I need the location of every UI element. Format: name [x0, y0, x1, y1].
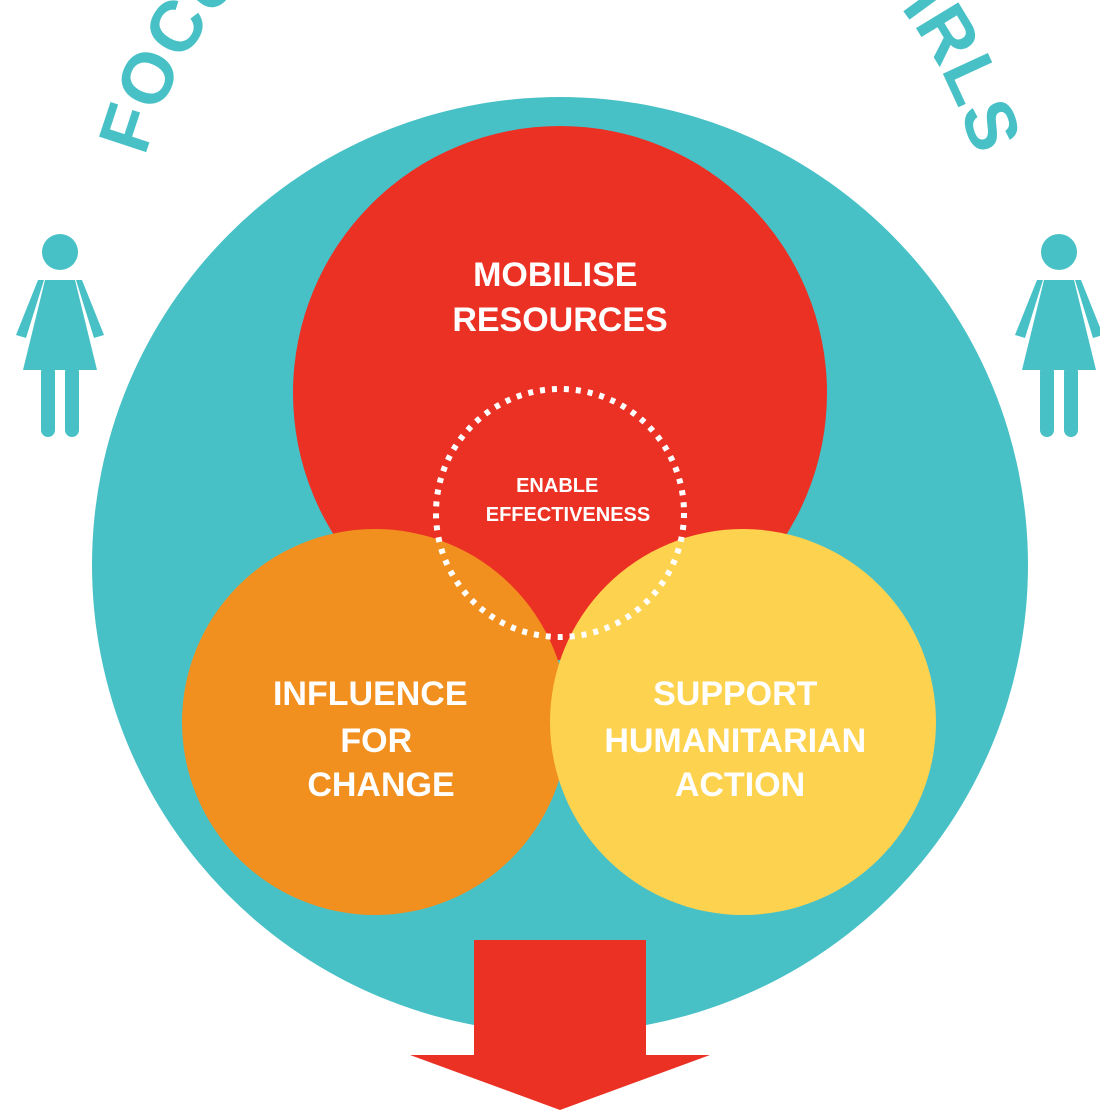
support-line-3: ACTION: [675, 766, 805, 804]
influence-for-change-label: INFLUENCE FOR CHANGE: [273, 675, 477, 804]
enable-effectiveness-label: ENABLE EFFECTIVENESS: [486, 475, 650, 526]
support-humanitarian-action-circle: [550, 529, 936, 915]
down-arrow-icon: [410, 940, 710, 1110]
support-line-1: SUPPORT: [653, 675, 818, 713]
enable-effectiveness-line-2: EFFECTIVENESS: [486, 504, 650, 526]
influence-line-1: INFLUENCE: [273, 675, 468, 713]
woman-icon: [16, 234, 104, 437]
support-humanitarian-action-label: SUPPORT HUMANITARIAN ACTION: [604, 675, 875, 804]
mobilise-resources-label: MOBILISE RESOURCES: [452, 256, 667, 339]
mobilise-resources-circle: [293, 126, 827, 660]
enable-effectiveness-line-1: ENABLE: [516, 475, 598, 497]
woman-icon: [1015, 234, 1100, 437]
mobilise-resources-line-1: MOBILISE: [473, 256, 637, 294]
mobilise-resources-line-2: RESOURCES: [452, 301, 667, 339]
influence-line-3: CHANGE: [307, 766, 454, 804]
enable-effectiveness-ring: [433, 386, 687, 640]
support-line-2: HUMANITARIAN: [604, 722, 866, 760]
influence-for-change-circle: [182, 529, 568, 915]
influence-line-2: FOR: [340, 722, 412, 760]
